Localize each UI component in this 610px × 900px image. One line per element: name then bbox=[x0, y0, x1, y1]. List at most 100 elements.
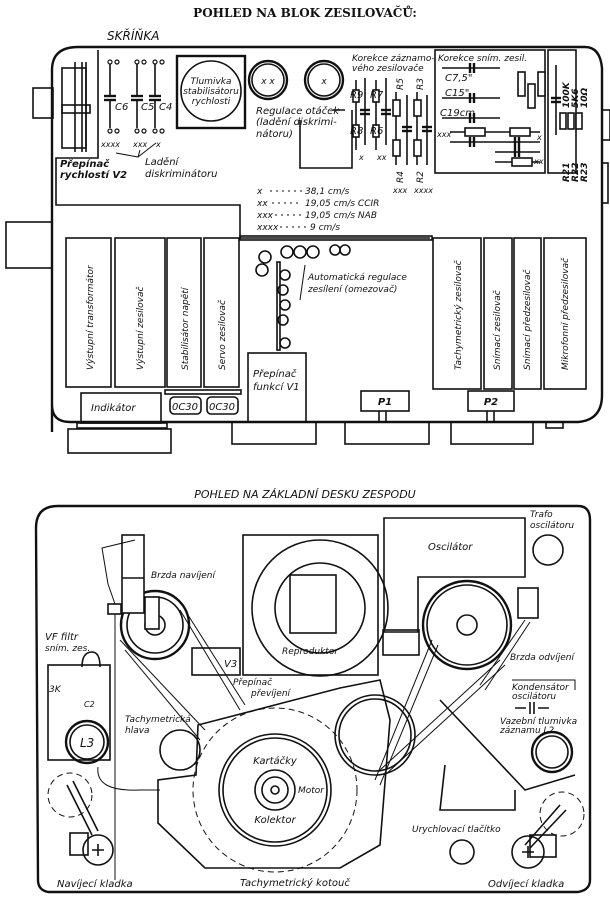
base-plate-outline bbox=[34, 504, 592, 894]
resistor-label: R8 bbox=[350, 126, 363, 137]
resistor-name: R23 bbox=[580, 163, 590, 182]
rf-filter-label: VF filtr bbox=[45, 632, 79, 643]
top-view-title: POHLED NA BLOK ZESILOVAČŮ: bbox=[193, 4, 417, 20]
supply-roller bbox=[511, 835, 545, 869]
choke-label: Tlumivka bbox=[190, 77, 231, 87]
discriminator-tuning-label: Ladění bbox=[145, 156, 180, 168]
supply-brake-linkage bbox=[439, 699, 576, 811]
speed-switch-label: Přepínač bbox=[60, 158, 110, 170]
brushes-label: Kartáčky bbox=[253, 755, 298, 767]
take-up-roller-arm bbox=[66, 780, 99, 836]
discriminator-tuning-label-2: diskriminátoru bbox=[145, 168, 218, 180]
pot-label: P2 bbox=[484, 397, 498, 408]
playback-correction-title: Korekce sním. zesil. bbox=[438, 54, 527, 64]
motor-housing-inner bbox=[222, 737, 328, 843]
pot-label: P1 bbox=[378, 397, 392, 408]
speed-switch-label-2: rychlostí V2 bbox=[60, 169, 127, 181]
indicator-label: Indikátor bbox=[91, 402, 136, 414]
legend-key: xxxx bbox=[256, 223, 279, 233]
oscillator-box bbox=[383, 517, 526, 633]
rf-filter-wire bbox=[81, 651, 101, 668]
transistor-label: 0C30 bbox=[172, 402, 198, 413]
pb-capacitor-label: C19cm bbox=[440, 108, 475, 119]
supply-brake-label: Brzda odvíjení bbox=[510, 653, 575, 663]
supply-roller-arm-range bbox=[539, 791, 585, 837]
coil-mark: x bbox=[320, 77, 327, 87]
resistor-label: R7 bbox=[370, 90, 384, 101]
pb-capacitor-label: C15" bbox=[445, 88, 469, 99]
pb-mark: xx bbox=[533, 157, 544, 166]
osc-capacitor-label-2: oscilátoru bbox=[512, 692, 556, 702]
supply-reel bbox=[334, 579, 539, 776]
rec-correction-label: Korekce záznamo- bbox=[352, 54, 435, 64]
resistor-label: R9 bbox=[350, 90, 363, 101]
indicator-base bbox=[76, 422, 168, 429]
coil-l3-label: L3 bbox=[80, 736, 94, 750]
capacitor-label: C4 bbox=[159, 102, 172, 113]
tacho-disc-label: Tachymetrický kotouč bbox=[240, 877, 350, 889]
r21-r23-resistors bbox=[551, 65, 583, 135]
speed-regulation-box bbox=[299, 109, 353, 169]
function-switch-label-2: funkcí V1 bbox=[253, 381, 300, 393]
tube-rail bbox=[239, 235, 433, 241]
fast-forward-button[interactable] bbox=[449, 839, 475, 865]
bottom-connectors bbox=[67, 421, 564, 454]
take-up-roller-bracket bbox=[69, 832, 89, 856]
osc-capacitor-label: Kondensátor bbox=[512, 683, 570, 693]
coil-l3-inner bbox=[69, 724, 105, 760]
tacho-disc bbox=[192, 707, 358, 873]
potentiometer-p1 bbox=[360, 390, 410, 412]
pb-capacitor-label: C7,5" bbox=[445, 73, 473, 84]
rf-filter-label-2: sním. zes. bbox=[45, 644, 90, 654]
rewind-switch-label: Přepínač bbox=[233, 677, 273, 688]
osc-transformer-label: Trafo bbox=[530, 510, 553, 520]
agc-label: Automatická regulace bbox=[307, 273, 407, 283]
pb-mark: x bbox=[536, 133, 542, 142]
oscillator-terminal bbox=[382, 629, 420, 656]
osc-transformer bbox=[532, 534, 564, 566]
take-up-reel bbox=[101, 534, 191, 880]
take-up-brake-label: Brzda navíjení bbox=[151, 571, 216, 581]
cabinet-label: SKŘÍŇKA bbox=[107, 28, 159, 43]
loudspeaker-label: Reproduktor bbox=[282, 647, 339, 657]
coil-xx bbox=[247, 59, 289, 101]
tacho-head bbox=[159, 729, 201, 771]
filter-resistor-label: 3K bbox=[49, 685, 62, 695]
rec-correction-label-2: vého zesilovače bbox=[352, 63, 424, 74]
coil-l3 bbox=[64, 719, 110, 765]
capacitor-mark: x bbox=[155, 140, 161, 149]
coupling-choke-l2 bbox=[530, 730, 574, 774]
choke-label-3: rychlosti bbox=[192, 97, 231, 107]
choke-label-2: stabilisátoru bbox=[183, 87, 239, 97]
supply-roller-label: Odvíjecí kladka bbox=[488, 878, 564, 890]
take-up-roller-label: Navíjecí kladka bbox=[57, 878, 133, 890]
module-label: Výstupní zesilovač bbox=[135, 286, 146, 370]
legend-value: 38,1 cm/s bbox=[305, 187, 350, 197]
speed-stabilizer-choke-box bbox=[175, 54, 247, 130]
tacho-head-label-2: hlava bbox=[125, 726, 150, 736]
agc-label-2: zesílení (omezovač) bbox=[307, 284, 397, 295]
fast-forward-button-label: Urychlovací tlačítko bbox=[412, 824, 501, 835]
resistor-label: R4 bbox=[396, 171, 406, 183]
rec-correction-network bbox=[352, 78, 432, 165]
module-label: Mikrofonní předzesilovač bbox=[560, 257, 571, 370]
playback-correction-box bbox=[434, 49, 546, 174]
speed-regulation-label: Regulace otáček bbox=[256, 105, 340, 117]
resistor-name: R21 bbox=[562, 163, 572, 182]
agc-tubes bbox=[255, 244, 351, 351]
speed-regulation-label-3: nátoru) bbox=[256, 128, 293, 140]
motor-housing bbox=[218, 733, 332, 847]
legend-value: 9 cm/s bbox=[310, 223, 340, 233]
v3-label: V3 bbox=[224, 659, 237, 670]
coil-inner bbox=[251, 63, 285, 97]
tacho-head-cable bbox=[97, 766, 160, 791]
osc-transformer-label-2: oscilátoru bbox=[530, 521, 574, 531]
r21-r23-box bbox=[547, 49, 577, 174]
capacitor-label: C5 bbox=[141, 102, 154, 113]
pot-shaft bbox=[486, 411, 495, 422]
resistor-value: 100K bbox=[562, 81, 572, 108]
potentiometer-p2 bbox=[467, 390, 515, 412]
v3-switch-box bbox=[191, 647, 241, 676]
take-up-roller-arm-range bbox=[47, 772, 93, 818]
side-block bbox=[5, 221, 53, 269]
